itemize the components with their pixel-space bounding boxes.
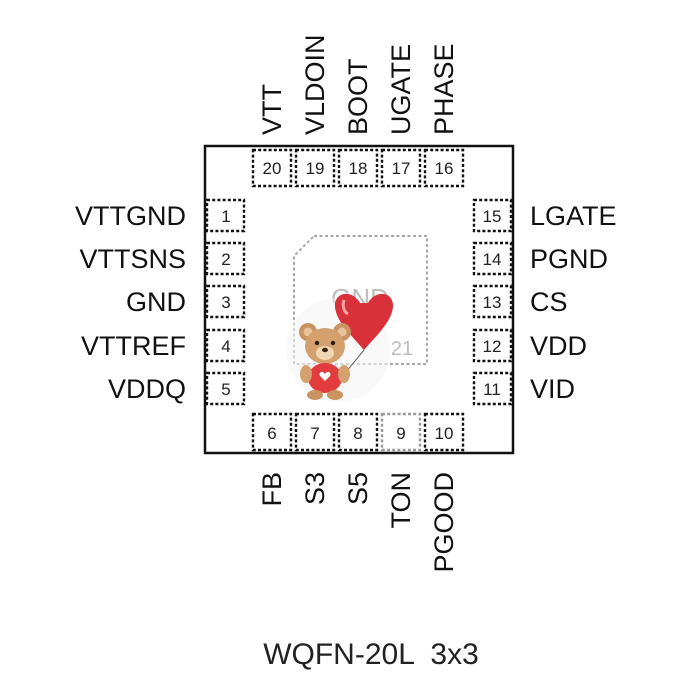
top-pins: 20 VTT 19 VLDOIN 18 BOOT 17 UGATE 16 (251, 34, 465, 188)
pin-number: 17 (392, 159, 411, 178)
pin-pad (472, 328, 513, 363)
pin-number: 10 (435, 424, 454, 443)
pin-16: 16 PHASE (423, 43, 465, 188)
pin-name: S5 (343, 472, 373, 505)
pin-name: VTTGND (75, 201, 186, 231)
pin-number: 19 (306, 159, 325, 178)
pin-pad (205, 328, 246, 363)
pin-name: S3 (300, 472, 330, 505)
pin-pad (251, 148, 293, 188)
pin-name: VDDQ (108, 374, 186, 404)
pin-5: 5 VDDQ (108, 371, 246, 406)
pin-number: 16 (435, 159, 454, 178)
pin-pad (337, 148, 379, 188)
pin-number: 1 (221, 207, 230, 226)
pin-number: 5 (221, 380, 230, 399)
pin-number: 6 (267, 424, 276, 443)
pin-number: 2 (221, 250, 230, 269)
pin-13: 13 CS (472, 284, 568, 319)
bottom-pins: 6 FB 7 S3 8 S5 9 TON 10 PGOOD (251, 412, 465, 573)
pin-name: VTTREF (81, 331, 186, 361)
pin-name: VLDOIN (300, 34, 330, 135)
pin-number: 7 (310, 424, 319, 443)
pin-name: CS (530, 287, 568, 317)
pin-name: VID (530, 374, 575, 404)
pin-pad (472, 284, 513, 319)
pin-number: 9 (396, 424, 405, 443)
pin-7: 7 S3 (294, 412, 336, 505)
pin-name: TON (386, 472, 416, 529)
pin-pad (205, 371, 246, 406)
pin-4: 4 VTTREF (81, 328, 246, 363)
pin-name: PHASE (429, 43, 459, 135)
pin-pad (294, 412, 336, 452)
pin-number: 8 (353, 424, 362, 443)
pin-15: 15 LGATE (472, 198, 617, 233)
pin-number: 13 (483, 293, 502, 312)
pin-pad (205, 198, 246, 233)
package-body (203, 144, 515, 455)
pin-pad (205, 284, 246, 319)
pin-name: LGATE (530, 201, 617, 231)
pin-8: 8 S5 (337, 412, 379, 505)
pin-pad (380, 148, 422, 188)
pin-number: 11 (483, 380, 501, 399)
pin-pad (294, 148, 336, 188)
pin-number: 14 (483, 250, 502, 269)
pin-pad (472, 241, 513, 276)
pin-pad (423, 148, 465, 188)
pin-pad (472, 198, 513, 233)
package-label: WQFN-20L 3x3 (263, 638, 479, 671)
pin-number: 4 (221, 337, 230, 356)
pin-name: UGATE (386, 44, 416, 135)
pin-11: 11 VID (472, 371, 575, 406)
pin-name: PGND (530, 244, 608, 274)
teddy-bear-heart-icon (286, 293, 394, 402)
pin-pad (423, 412, 465, 452)
pin-17: 17 UGATE (380, 44, 422, 188)
pin-1: 1 VTTGND (75, 198, 246, 233)
right-pins: 15 LGATE 14 PGND 13 CS 12 VDD 11 VID (472, 198, 617, 406)
exposed-pad (293, 235, 428, 365)
pin-14: 14 PGND (472, 241, 608, 276)
pin-9: 9 TON (380, 412, 422, 529)
pin-number: 20 (263, 159, 282, 178)
pin-name: FB (257, 472, 287, 507)
pin-name: VTTSNS (79, 244, 186, 274)
pin-number: 12 (483, 337, 502, 356)
pin-pad (472, 371, 513, 406)
pin-3: 3 GND (126, 284, 246, 319)
pin-6: 6 FB (251, 412, 293, 507)
pin-name: VDD (530, 331, 587, 361)
pin-pad (205, 241, 246, 276)
pin-18: 18 BOOT (337, 58, 379, 188)
pin-name: PGOOD (429, 472, 459, 573)
pin-name: BOOT (343, 58, 373, 135)
pin-name: VTT (257, 84, 287, 135)
pin-2: 2 VTTSNS (79, 241, 246, 276)
pin-10: 10 PGOOD (423, 412, 465, 573)
exposed-pad-number: 21 (391, 338, 413, 360)
pin-12: 12 VDD (472, 328, 587, 363)
pin-pad (380, 412, 422, 452)
pin-number: 15 (483, 207, 502, 226)
pin-20: 20 VTT (251, 84, 293, 188)
pin-pad (251, 412, 293, 452)
pin-pad (337, 412, 379, 452)
pin-19: 19 VLDOIN (294, 34, 336, 188)
pin-name: GND (126, 287, 186, 317)
pin-number: 3 (221, 293, 230, 312)
pin-number: 18 (349, 159, 368, 178)
left-pins: 1 VTTGND 2 VTTSNS 3 GND 4 VTTREF 5 V (75, 198, 246, 406)
